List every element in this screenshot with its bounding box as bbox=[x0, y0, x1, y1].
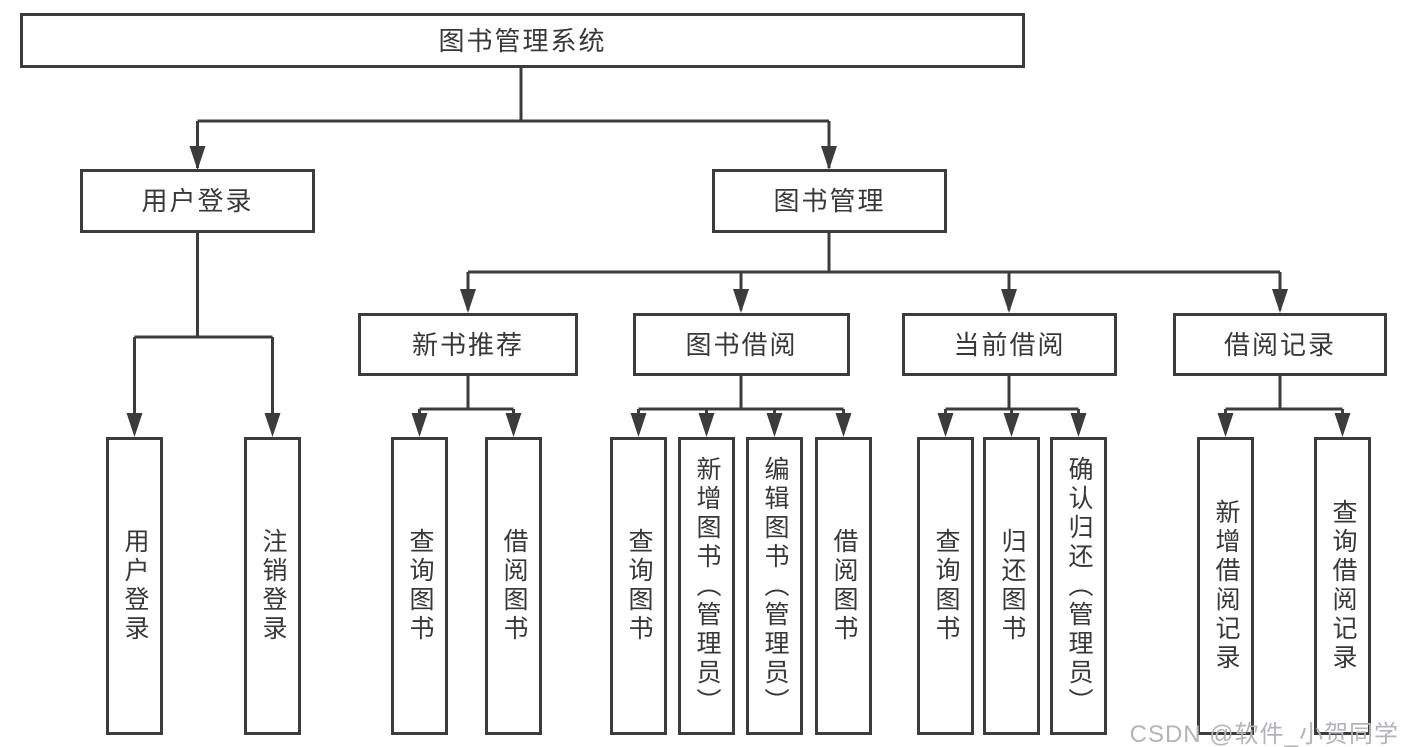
node-leaf-nb-query-books: 查询图书 bbox=[391, 437, 448, 735]
node-new-book-recommend: 新书推荐 bbox=[358, 313, 578, 376]
connector-newbook-to-leaves bbox=[418, 376, 515, 433]
node-leaf-user-login: 用户登录 bbox=[106, 437, 163, 735]
connector-bookmgmt-to-level3 bbox=[466, 233, 1282, 310]
node-book-borrow: 图书借阅 bbox=[633, 313, 850, 376]
node-leaf-cb-query-books: 查询图书 bbox=[917, 437, 974, 735]
node-leaf-br-add-record: 新增借阅记录 bbox=[1197, 437, 1254, 735]
connector-bookborrow-to-leaves bbox=[637, 376, 845, 433]
connector-currentborrow-to-leaves bbox=[944, 376, 1080, 433]
connector-root-to-level2 bbox=[196, 68, 831, 168]
node-leaf-bb-borrow-books: 借阅图书 bbox=[815, 437, 872, 735]
node-library-system: 图书管理系统 bbox=[20, 13, 1025, 68]
node-user-login: 用户登录 bbox=[80, 169, 315, 233]
connector-userlogin-to-leaves bbox=[133, 233, 274, 433]
node-leaf-nb-borrow-books: 借阅图书 bbox=[485, 437, 542, 735]
node-leaf-br-query-record: 查询借阅记录 bbox=[1314, 437, 1371, 735]
node-leaf-bb-edit-books-admin: 编辑图书（管理员） bbox=[746, 437, 803, 735]
csdn-watermark: CSDN @软件_小贺同学 bbox=[1129, 721, 1399, 747]
node-leaf-bb-add-books-admin: 新增图书（管理员） bbox=[678, 437, 735, 735]
node-book-management: 图书管理 bbox=[712, 169, 947, 233]
node-current-borrow: 当前借阅 bbox=[902, 313, 1117, 376]
node-leaf-cb-confirm-return-admin: 确认归还（管理员） bbox=[1050, 437, 1107, 735]
node-leaf-bb-query-books: 查询图书 bbox=[610, 437, 667, 735]
connector-borrowrecords-to-leaves bbox=[1224, 376, 1344, 433]
node-borrow-records: 借阅记录 bbox=[1173, 313, 1387, 376]
node-leaf-logout: 注销登录 bbox=[244, 437, 301, 735]
node-leaf-cb-return-books: 归还图书 bbox=[983, 437, 1040, 735]
